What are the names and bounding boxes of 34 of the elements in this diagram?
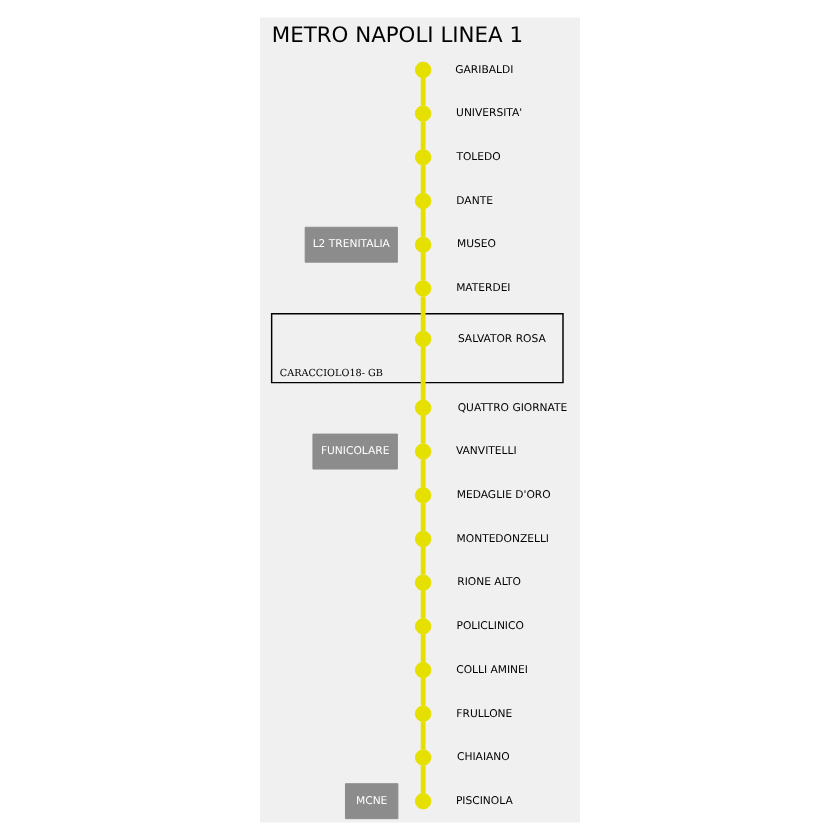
- node-circle: [414, 792, 432, 810]
- node-circle: [414, 105, 432, 122]
- connector: [420, 415, 426, 444]
- node-circle: [414, 661, 432, 679]
- node-circle: [414, 61, 432, 79]
- connector: [420, 121, 426, 150]
- connector: [420, 634, 426, 663]
- connector: [420, 503, 426, 531]
- connector: [420, 590, 426, 619]
- node-circle: [414, 530, 432, 548]
- node-circle: [414, 192, 432, 210]
- connector: [420, 721, 426, 750]
- connector: [420, 165, 426, 193]
- node-circle: [414, 443, 432, 460]
- node-circle: [414, 487, 432, 504]
- connector: [420, 252, 426, 281]
- node-circle: [414, 618, 432, 635]
- connector: [420, 296, 426, 332]
- diagram-title: METRO NAPOLI LINEA 1: [271, 22, 524, 49]
- connector: [420, 459, 426, 488]
- node-circle: [414, 574, 432, 591]
- node-circle: [414, 705, 432, 723]
- node-circle: [414, 399, 432, 417]
- connector: [420, 546, 426, 575]
- node-circle: [414, 280, 432, 297]
- node-circle: [414, 330, 432, 348]
- node-circle: [414, 749, 432, 766]
- connector: [420, 208, 426, 237]
- connector: [420, 765, 426, 794]
- connector: [420, 346, 426, 400]
- node-circle: [414, 149, 432, 166]
- connector: [420, 677, 426, 706]
- connector: [420, 77, 426, 106]
- node-circle: [414, 236, 432, 253]
